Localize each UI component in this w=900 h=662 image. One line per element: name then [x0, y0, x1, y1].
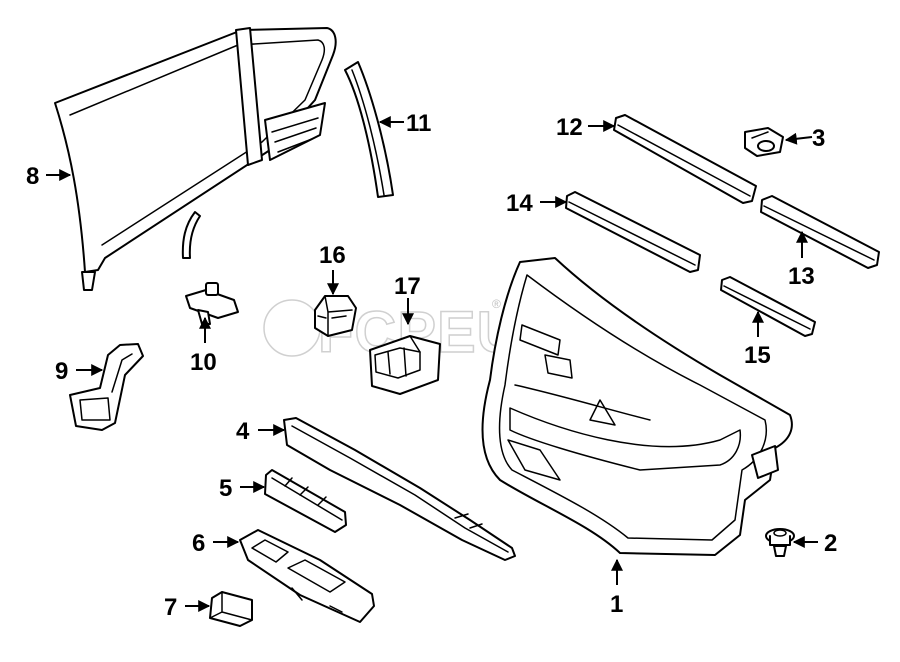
- callout-1: 1: [610, 591, 623, 618]
- callout-3: 3: [812, 125, 825, 152]
- callout-16: 16: [319, 242, 346, 269]
- callout-17: 17: [394, 273, 421, 300]
- push-clip: [765, 528, 795, 557]
- leader-lines: [46, 116, 818, 612]
- clip: [744, 127, 784, 157]
- door-panel: [481, 257, 793, 556]
- right-sill-strip: [760, 195, 880, 269]
- switch-block: [369, 335, 441, 395]
- small-block: [209, 591, 253, 627]
- callout-11: 11: [406, 110, 431, 137]
- small-trim: [264, 469, 347, 533]
- callout-4: 4: [236, 418, 250, 445]
- callout-6: 6: [192, 530, 205, 557]
- leader-3: [784, 132, 813, 145]
- window-trim: [344, 61, 394, 198]
- bracket: [185, 282, 239, 325]
- callout-12: 12: [556, 114, 583, 141]
- sill-strip: [565, 191, 701, 273]
- callout-10: 10: [190, 349, 217, 376]
- armrest-trim: [283, 417, 516, 561]
- switch-panel: [239, 529, 375, 623]
- callout-labels: 1 2 3 4 5 6 7 8 9 10 11 12 13 14 15 16 1…: [26, 110, 837, 621]
- handle-bracket: [69, 343, 144, 431]
- door-glass: [54, 27, 337, 291]
- callout-9: 9: [55, 358, 68, 385]
- window-switch: [314, 295, 357, 337]
- callout-2: 2: [824, 530, 837, 557]
- callout-14: 14: [506, 190, 533, 217]
- small-strip: [720, 276, 816, 337]
- upper-sill-strip: [613, 114, 757, 204]
- callout-13: 13: [788, 263, 815, 290]
- callout-5: 5: [219, 475, 232, 502]
- watermark-registered: ®: [492, 297, 501, 311]
- callout-15: 15: [744, 342, 771, 369]
- callout-7: 7: [164, 594, 177, 621]
- callout-8: 8: [26, 163, 39, 190]
